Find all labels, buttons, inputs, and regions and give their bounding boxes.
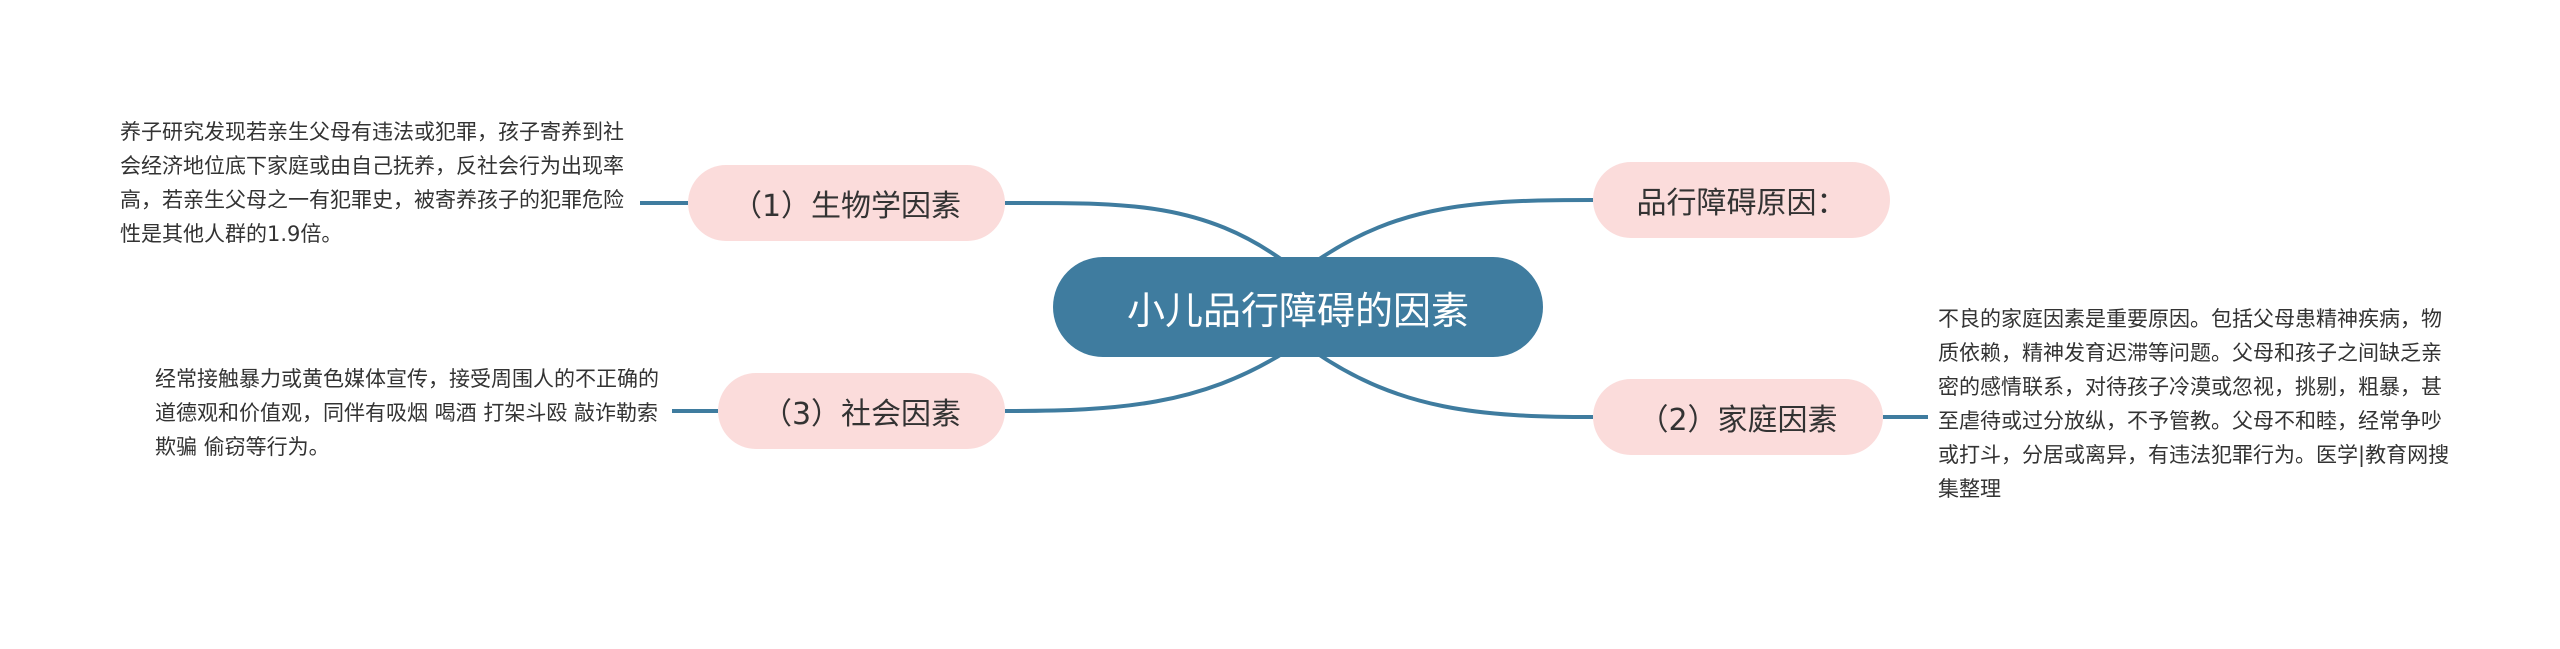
connector-root-to-bio	[1004, 200, 1287, 264]
detail-biological-factors: 养子研究发现若亲生父母有违法或犯罪，孩子寄养到社会经济地位底下家庭或由自己抚养，…	[120, 120, 624, 246]
connector-root-to-social	[1004, 350, 1287, 413]
detail-family-factors: 不良的家庭因素是重要原因。包括父母患精神疾病，物质依赖，精神发育迟滞等问题。父母…	[1938, 307, 2450, 501]
connector-root-to-reason	[1313, 198, 1594, 264]
branch-family-factors[interactable]: （2）家庭因素	[1593, 379, 1883, 455]
root-topic[interactable]: 小儿品行障碍的因素	[1053, 257, 1543, 357]
detail-social-factors: 经常接触暴力或黄色媒体宣传，接受周围人的不正确的道德观和价值观，同伴有吸烟 喝酒…	[155, 367, 659, 459]
branch-social-factors[interactable]: （3）社会因素	[718, 373, 1005, 449]
branch-conduct-disorder-causes[interactable]: 品行障碍原因：	[1593, 162, 1890, 238]
branch-biological-factors[interactable]: （1）生物学因素	[688, 165, 1005, 241]
connector-root-to-family	[1313, 350, 1594, 419]
